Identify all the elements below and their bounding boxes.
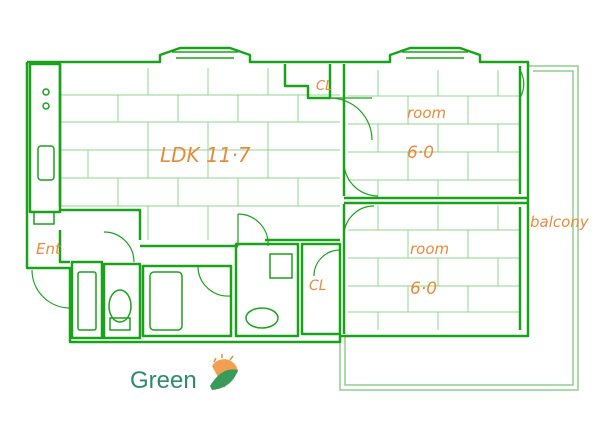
ldk-label: LDK 11·7 [160, 143, 251, 167]
room-size-lower: 6·0 [410, 279, 437, 299]
floor-grid [60, 68, 520, 330]
room-label-upper: room [407, 104, 446, 122]
balcony-area [339, 65, 579, 391]
doors [31, 69, 525, 309]
room-size-upper: 6·0 [407, 143, 434, 163]
brand-name: Green [130, 367, 197, 394]
kitchen-fixtures [33, 88, 55, 225]
bath-fixtures [77, 253, 293, 331]
closet-label-top: CL [316, 79, 332, 94]
closet-label-bottom: CL [309, 278, 327, 294]
windows [172, 51, 468, 59]
leaf-sun-icon [210, 354, 238, 390]
room-label-lower: room [410, 240, 449, 258]
balcony-label: balcony [530, 213, 590, 231]
brand-logo: Green [130, 354, 238, 394]
entrance-label: Ent [36, 240, 62, 258]
walls [25, 46, 530, 344]
